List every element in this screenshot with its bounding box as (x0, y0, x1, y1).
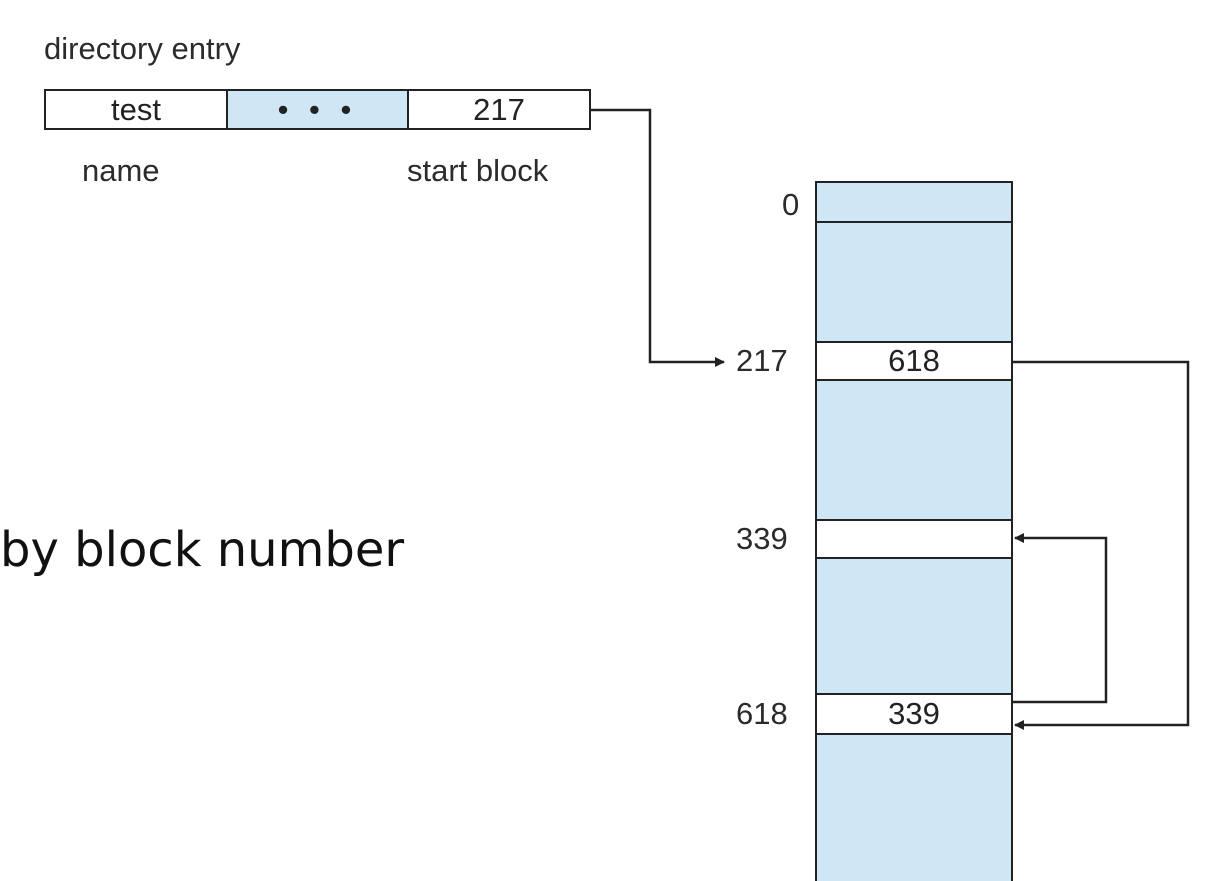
row-label-0: 0 (782, 187, 800, 222)
fat-diagram: directory entry test • • • 217 name star… (0, 31, 1190, 881)
fat-entry-618: 339 (815, 693, 1013, 735)
arrow-dir-to-217 (591, 108, 725, 367)
fat-entry-339 (815, 519, 1013, 559)
start-block-label: start block (407, 153, 549, 188)
dir-field-name: test (44, 89, 228, 130)
dir-field-start-block: 217 (407, 89, 591, 130)
row-label-618: 618 (736, 696, 788, 731)
arrow-618-to-339 (1013, 533, 1108, 704)
arrow-217-to-618 (1013, 360, 1190, 730)
row-label-217: 217 (736, 343, 788, 378)
name-label: name (82, 153, 160, 188)
slide-body-text: by block number (0, 522, 405, 578)
directory-entry-title: directory entry (44, 31, 241, 66)
dir-field-ellipsis: • • • (226, 89, 409, 130)
fat-row-0 (815, 181, 1013, 223)
fat-entry-217: 618 (815, 341, 1013, 381)
row-label-339: 339 (736, 521, 788, 556)
